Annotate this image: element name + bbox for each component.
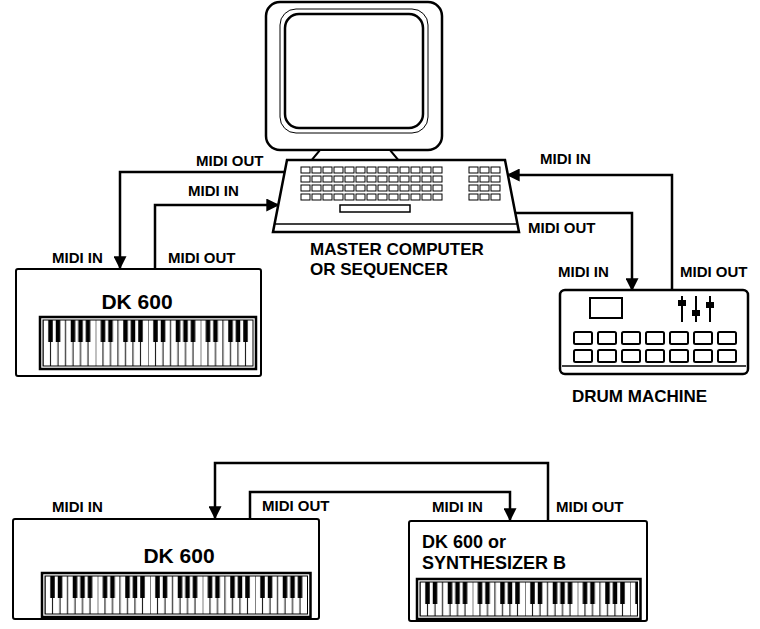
text-holder: DK 600 <box>114 544 244 568</box>
text-holder: MASTER COMPUTER OR SEQUENCER <box>310 240 500 279</box>
port-label: MIDI IN <box>52 499 103 516</box>
port-label: MIDI OUT <box>262 498 330 515</box>
port-label: MIDI IN <box>432 499 483 516</box>
node-label: DK 600 <box>72 290 202 314</box>
port-label-holder: MIDI IN <box>52 499 103 516</box>
port-label-holder: MIDI OUT <box>556 499 624 516</box>
port-label: MIDI OUT <box>168 250 236 267</box>
port-label-holder: MIDI IN <box>432 499 483 516</box>
computer-node: MASTER COMPUTER OR SEQUENCER <box>265 0 523 235</box>
keyboard-box: DK 600 or SYNTHESIZER B <box>408 520 648 622</box>
port-label-holder: MIDI IN <box>540 151 591 168</box>
port-label-holder: MIDI IN <box>188 183 239 200</box>
port-label: MIDI IN <box>558 264 609 281</box>
port-label-holder: MIDI IN <box>558 264 609 281</box>
midi-cable <box>515 213 632 290</box>
midi-cable <box>508 175 672 290</box>
drum-machine-illustration <box>560 290 748 374</box>
port-label: MIDI OUT <box>196 153 264 170</box>
port-label-holder: MIDI OUT <box>168 250 236 267</box>
port-label-holder: MIDI OUT <box>528 220 596 237</box>
keyboard-keys <box>40 317 641 619</box>
text-holder: DK 600 <box>72 290 202 314</box>
node-label: DK 600 or SYNTHESIZER B <box>422 532 597 573</box>
keyboard-box: DK 600 <box>12 518 320 620</box>
port-label: MIDI OUT <box>680 264 748 281</box>
port-label-holder: MIDI OUT <box>680 264 748 281</box>
port-label-holder: MIDI OUT <box>262 498 330 515</box>
port-label-holder: MIDI OUT <box>196 153 264 170</box>
port-label: MIDI IN <box>52 250 103 267</box>
port-label: MIDI IN <box>188 183 239 200</box>
node-label: DK 600 <box>114 544 244 568</box>
node-label: DRUM MACHINE <box>572 387 742 407</box>
midi-cable <box>120 172 285 268</box>
text-holder: DRUM MACHINE <box>572 387 742 407</box>
computer-illustration <box>266 2 519 232</box>
port-label: MIDI OUT <box>556 499 624 516</box>
drum-machine-node: DRUM MACHINE <box>560 290 748 374</box>
port-label-holder: MIDI IN <box>52 250 103 267</box>
midi-cable <box>215 463 548 520</box>
port-label: MIDI OUT <box>528 220 596 237</box>
midi-cable <box>250 492 510 520</box>
midi-cable <box>155 205 278 268</box>
node-label: MASTER COMPUTER OR SEQUENCER <box>310 240 500 279</box>
text-holder: DK 600 or SYNTHESIZER B <box>422 532 597 573</box>
port-label: MIDI IN <box>540 151 591 168</box>
keyboard-box: DK 600 <box>15 268 262 377</box>
